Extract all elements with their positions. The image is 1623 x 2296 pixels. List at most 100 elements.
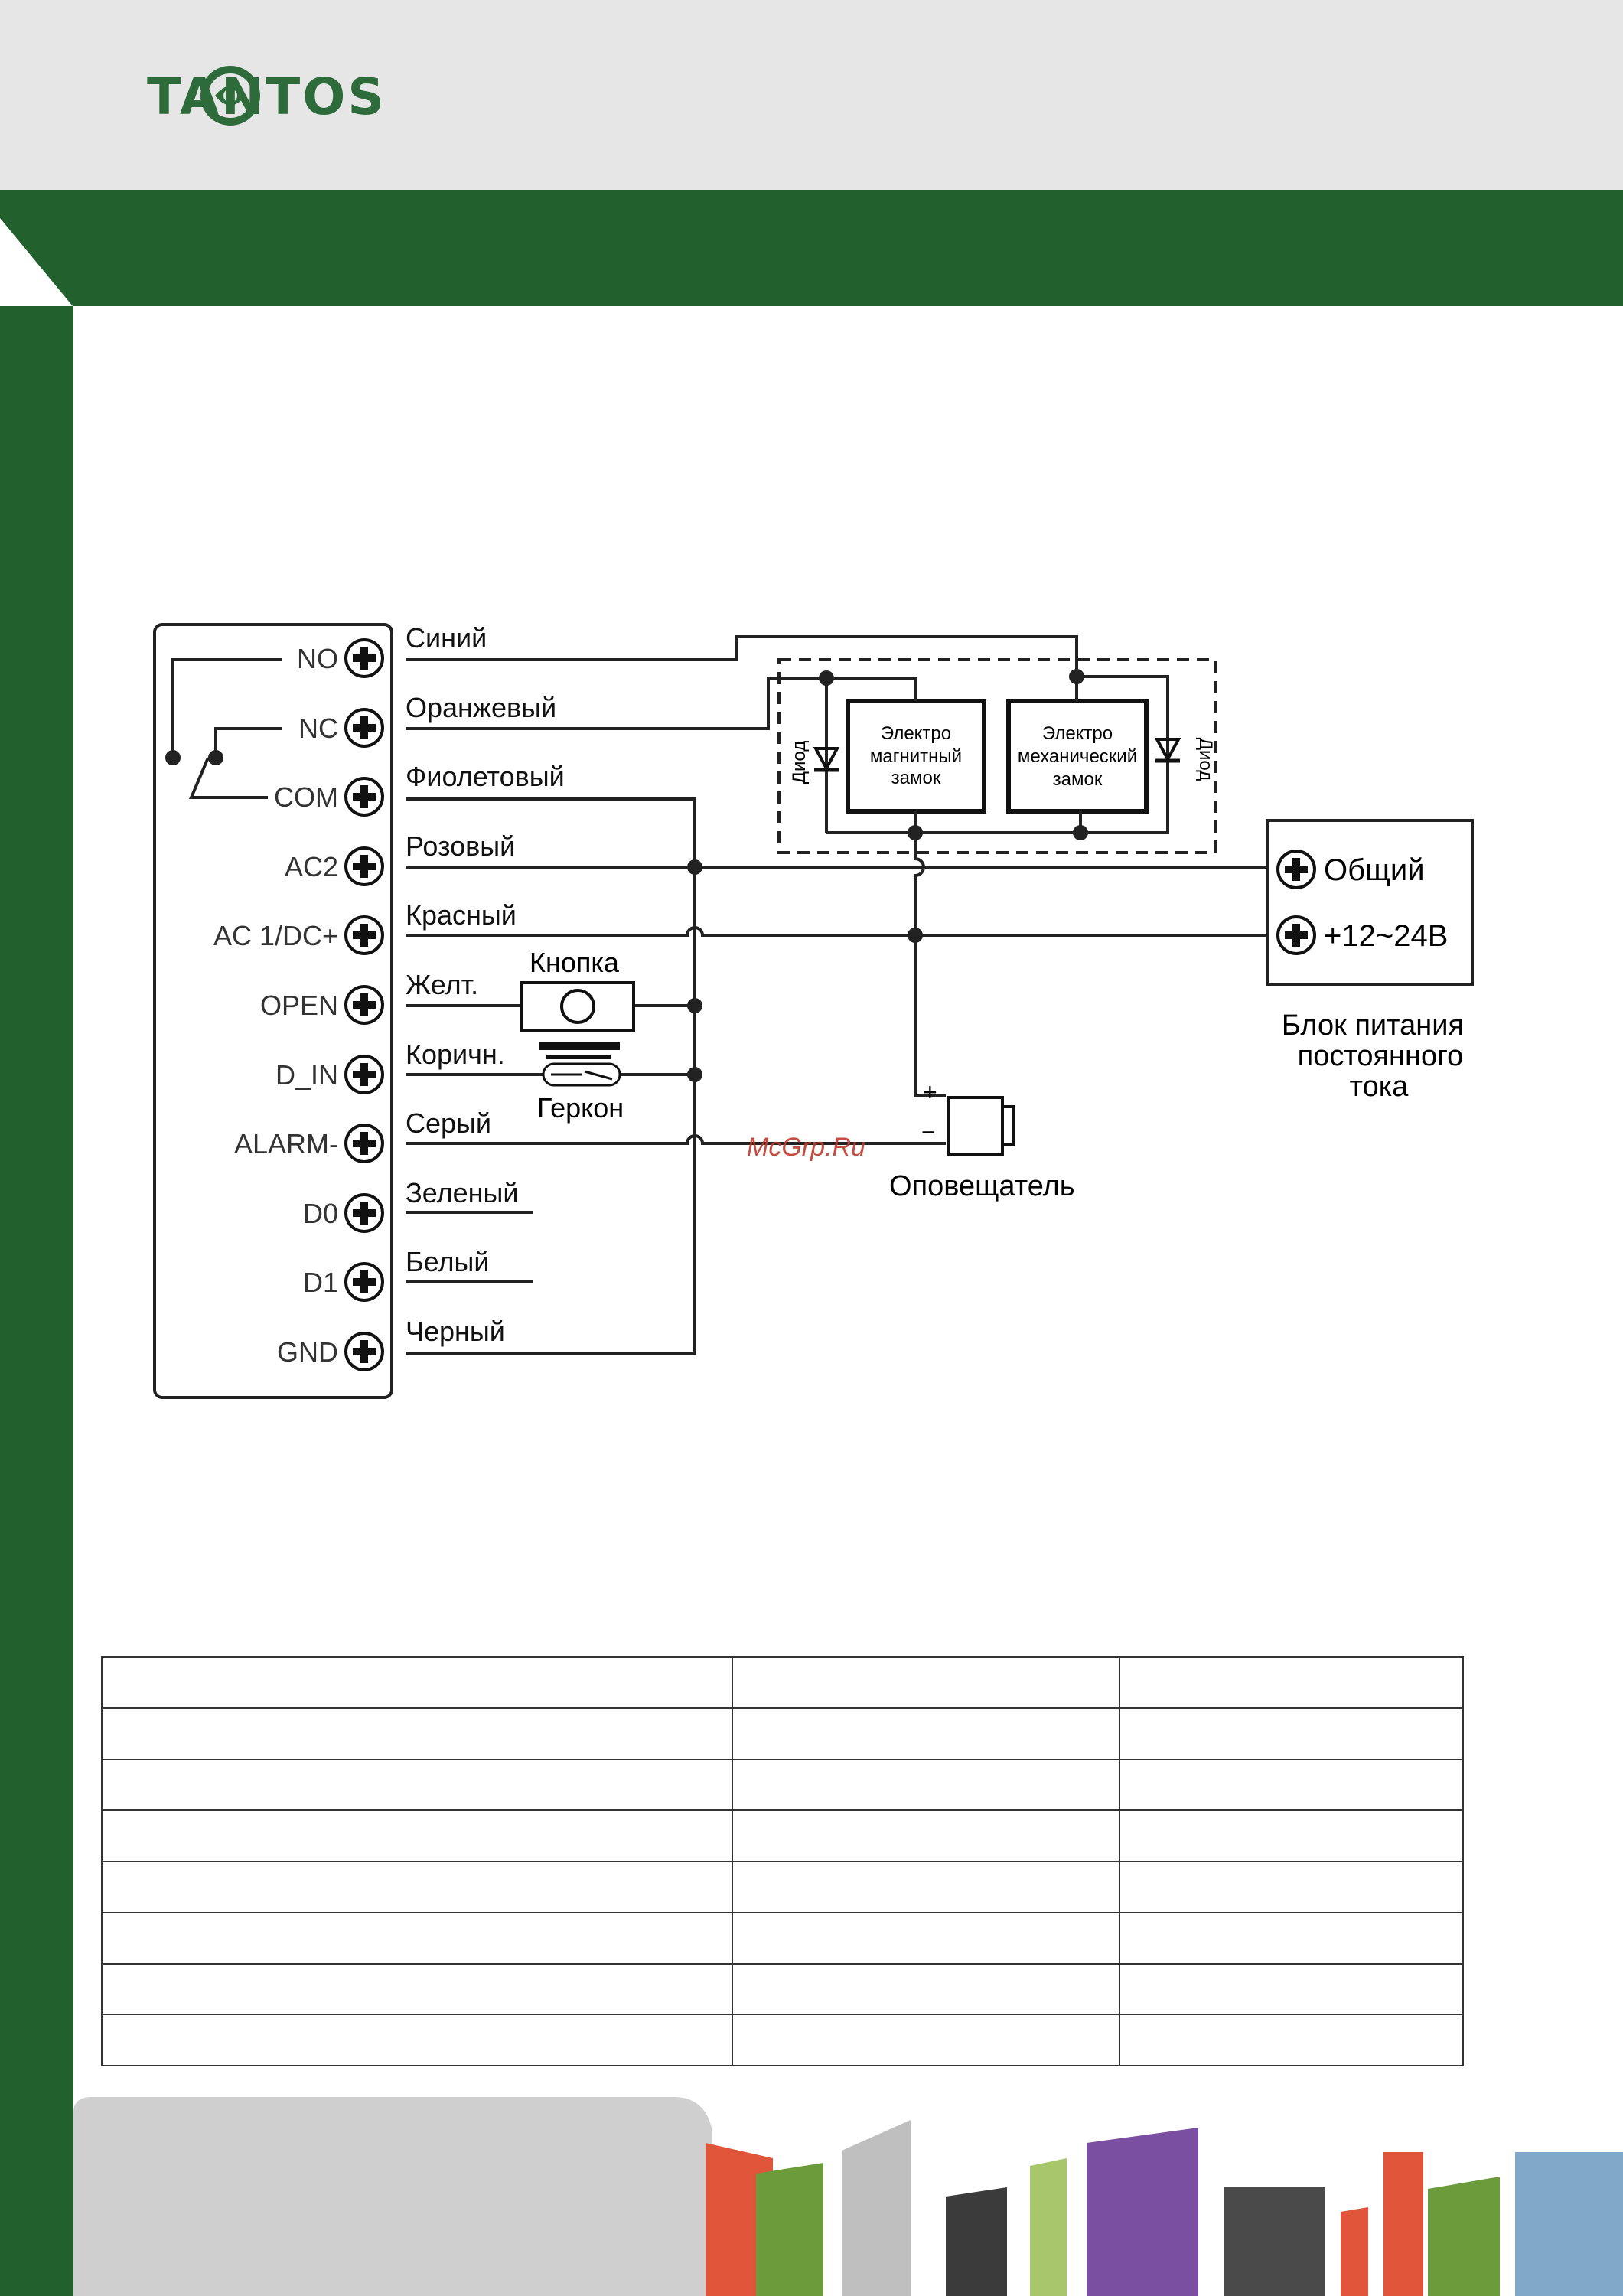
alarm-label: Оповещатель [889, 1170, 1075, 1202]
table-row [100, 1758, 1464, 1812]
table-cell [100, 1962, 734, 2016]
screw-terminal-icon [344, 846, 384, 886]
power-voltage-label: +12~24В [1324, 919, 1448, 953]
reed-switch-icon [539, 1042, 621, 1087]
wire-color-label: Белый [406, 1246, 489, 1277]
diode-left-icon [813, 747, 840, 772]
table-row [100, 2014, 1464, 2066]
table-row [100, 1809, 1464, 1862]
button-label: Кнопка [530, 947, 620, 978]
table-row [100, 1962, 1464, 2016]
table-cell [100, 2014, 734, 2066]
exit-button-icon [520, 981, 635, 1032]
terminal-4: AC 1/DC+Красный [213, 899, 517, 955]
table-cell [100, 1707, 734, 1760]
power-caption-1: Блок питания [1282, 1009, 1464, 1042]
page-header: TANTOS [0, 0, 1623, 190]
terminal-label: AC2 [285, 851, 338, 882]
magnetic-lock: Электро магнитный замок [846, 699, 986, 814]
terminal-label: OPEN [260, 990, 338, 1021]
terminal-10: GND Черный [277, 1316, 505, 1371]
table-cell [732, 1809, 1120, 1862]
alarm-plus-sign: + [923, 1078, 937, 1106]
table-cell [732, 1861, 1120, 1913]
table-cell [732, 1707, 1120, 1760]
terminal-label: D_IN [275, 1059, 338, 1091]
table-cell [732, 1656, 1120, 1709]
table-cell [100, 1656, 734, 1709]
table-row [100, 1656, 1464, 1709]
screw-terminal-icon [344, 1193, 384, 1233]
power-supply-box [1266, 819, 1474, 986]
table-cell [732, 2014, 1120, 2066]
table-cell [1119, 1656, 1464, 1709]
power-caption-3: тока [1350, 1071, 1410, 1103]
table-row [100, 1707, 1464, 1760]
terminal-label: AC 1/DC+ [213, 920, 338, 951]
terminal-3: AC2 Розовый [285, 830, 515, 886]
terminal-6: D_IN Коричн. [275, 1039, 505, 1094]
power-caption-2: постоянного [1298, 1040, 1464, 1072]
table-row [100, 1861, 1464, 1913]
table-cell [1119, 1809, 1464, 1862]
terminal-2: COM Фиолетовый [274, 761, 565, 817]
maglock-line-1: Электро [881, 723, 951, 744]
terminal-9: D1 Белый [303, 1246, 489, 1302]
terminal-label: D0 [303, 1198, 338, 1229]
power-common-label: Общий [1324, 853, 1425, 887]
wire-color-label: Коричн. [406, 1039, 505, 1070]
screw-terminal-icon [344, 985, 384, 1025]
diode-left-label: Диод [789, 741, 810, 784]
mechanical-lock: Электро механический замок [1006, 699, 1149, 814]
lock-enclosure [777, 658, 1217, 854]
screw-terminal-icon [344, 708, 384, 748]
mechlock-line-3: замок [1053, 769, 1103, 790]
table-cell [1119, 1962, 1464, 2016]
wire-color-label: Фиолетовый [406, 761, 565, 792]
table-cell [1119, 1911, 1464, 1965]
wire-color-label: Желт. [406, 969, 478, 1000]
mechlock-line-2: механический [1018, 746, 1137, 767]
screw-terminal-icon [344, 777, 384, 817]
mechlock-line-1: Электро [1042, 723, 1113, 744]
terminal-label: COM [274, 781, 338, 813]
table-cell [1119, 1758, 1464, 1812]
reed-label: Геркон [537, 1092, 624, 1124]
diode-right-icon [1154, 738, 1181, 763]
wire-color-label: Зеленый [406, 1177, 518, 1208]
screw-terminal-icon [344, 1124, 384, 1163]
table-row [100, 1911, 1464, 1965]
terminal-label: GND [277, 1336, 338, 1368]
tantos-logo-icon [200, 66, 260, 126]
terminal-label: D1 [303, 1267, 338, 1298]
maglock-line-3: замок [891, 768, 941, 788]
wire-color-label: Серый [406, 1107, 491, 1139]
city-skyline-decoration [73, 2097, 1623, 2296]
screw-terminal-icon [344, 1262, 384, 1302]
table-cell [1119, 1861, 1464, 1913]
wire-color-label: Черный [406, 1316, 505, 1347]
terminal-7: ALARM- Серый [234, 1107, 491, 1163]
brand-name: TANTOS [147, 67, 386, 126]
external-wiring [406, 635, 1269, 1355]
terminal-label: ALARM- [234, 1128, 338, 1159]
screw-terminal-icon [344, 1332, 384, 1371]
controller-terminal-block [153, 623, 393, 1399]
screw-terminal-icon [344, 915, 384, 955]
maglock-line-2: магнитный [870, 746, 962, 767]
table-cell [1119, 2014, 1464, 2066]
alarm-minus-sign: − [921, 1118, 936, 1146]
wire-color-label: Розовый [406, 830, 515, 862]
table-cell [100, 1809, 734, 1862]
table-cell [1119, 1707, 1464, 1760]
table-cell [732, 1962, 1120, 2016]
terminal-label: NO [297, 643, 338, 674]
relay-contacts [165, 658, 282, 799]
table-cell [100, 1861, 734, 1913]
wire-color-label: Оранжевый [406, 692, 556, 723]
alarm-sounder-icon [947, 1096, 1015, 1156]
